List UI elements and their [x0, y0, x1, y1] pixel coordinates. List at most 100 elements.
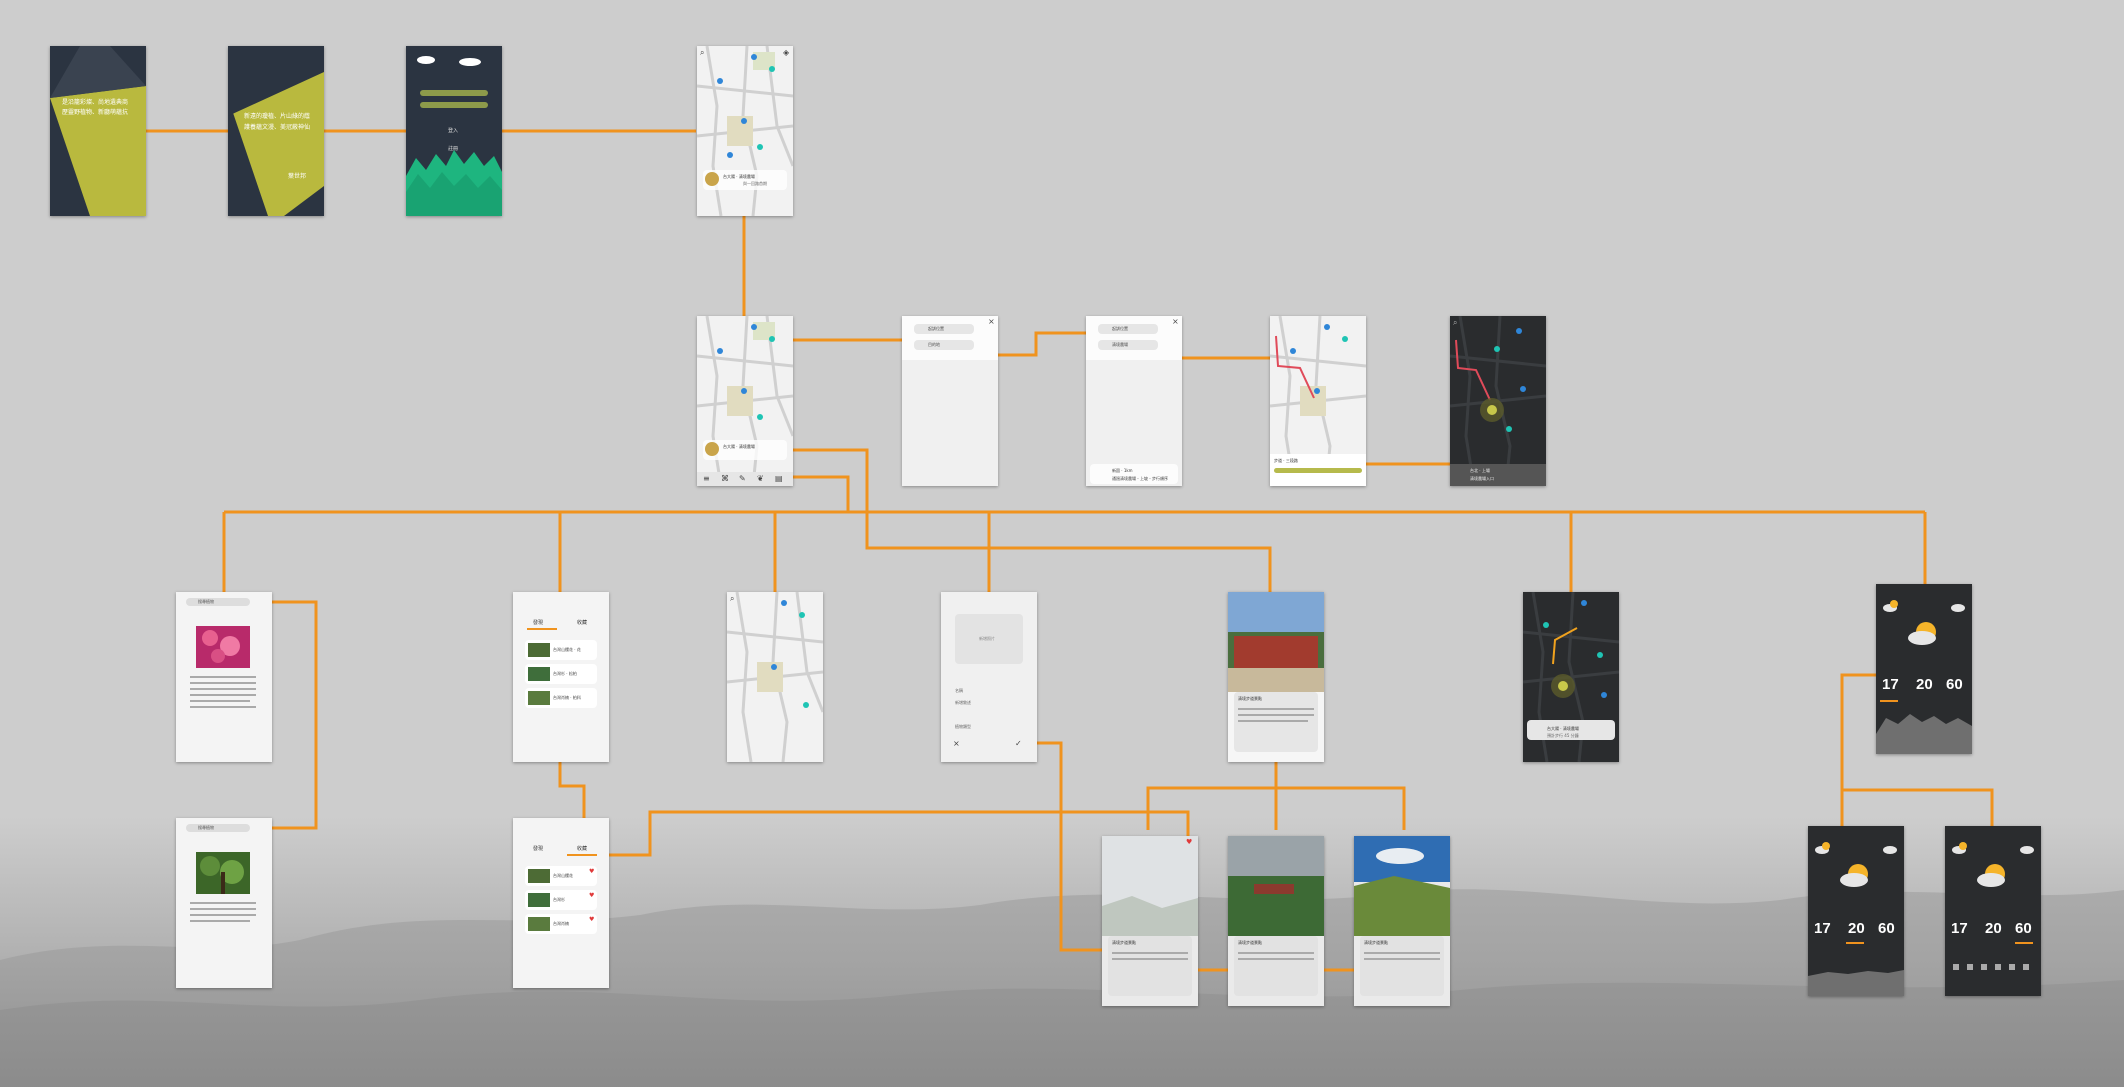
upload-name-field[interactable]: 名稱	[955, 688, 963, 693]
tab-favorites[interactable]: 收藏	[577, 846, 588, 852]
place-title: 清境步道景點	[1238, 940, 1262, 945]
upload-placeholder: 新增照片	[979, 636, 995, 641]
tab-favorites[interactable]: 收藏	[577, 620, 588, 626]
heart-icon[interactable]: ♥	[589, 892, 595, 899]
search-placeholder: 搜尋植物	[198, 599, 214, 604]
temp-low: 17	[1814, 920, 1831, 937]
night-line2: 清境農場入口	[1470, 476, 1494, 481]
leaf-icon[interactable]: ❦	[757, 474, 764, 483]
close-icon[interactable]: ×	[988, 317, 995, 326]
search-icon[interactable]: ⌕	[730, 594, 735, 603]
connector	[1840, 673, 1876, 826]
intro-screen-1: 是沿籠彩燦、尚地遺典商 歷靈野植物、新廳萌蘊抗	[50, 46, 146, 216]
list-item-label: 台灣杉	[553, 897, 565, 902]
plant-list-screen: 發現 收藏 台灣山櫻花 · 花 台灣杉 · 松柏 台灣肖楠 · 柏科	[513, 592, 609, 762]
weather-screen-2: 17 20 60	[1808, 826, 1904, 996]
route-info-card[interactable]: 新園 · 1km 通過清境農場 - 上坡 - 步行順序	[1090, 464, 1178, 484]
humidity: 60	[2015, 920, 2032, 937]
dest-field[interactable]: 清境農場	[1098, 340, 1158, 350]
location-card-sub: 與一回路首期	[743, 181, 767, 186]
plant-favorites-screen: 發現 收藏 台灣山櫻花 ♥ 台灣杉 ♥ 台灣肖楠 ♥	[513, 818, 609, 988]
route-confirm-screen: 起訓位置 清境農場 新園 · 1km 通過清境農場 - 上坡 - 步行順序 ×	[1086, 316, 1182, 486]
route-path-screen: 步道 · 三段路	[1270, 316, 1366, 486]
tab-discover[interactable]: 發現	[533, 846, 544, 852]
humidity: 60	[1878, 920, 1895, 937]
search-placeholder: 搜尋植物	[198, 825, 214, 830]
cherry-blossom-photo	[196, 626, 250, 668]
bottom-toolbar: ≡ ⌘ ✎ ❦ ▤	[697, 472, 793, 486]
temp-low: 17	[1951, 920, 1968, 937]
list-item[interactable]: 台灣杉 ♥	[525, 890, 597, 910]
list-item[interactable]: 台灣山櫻花 · 花	[525, 640, 597, 660]
start-label: 起訓位置	[928, 326, 944, 331]
confirm-icon[interactable]: ✓	[1015, 739, 1022, 748]
cancel-icon[interactable]: ×	[953, 739, 960, 748]
forest-photo	[196, 852, 250, 894]
place-title: 清境步道景點	[1364, 940, 1388, 945]
plant-detail-screen-2: 搜尋植物	[176, 818, 272, 988]
pen-icon[interactable]: ✎	[739, 474, 746, 483]
location-card[interactable]: 台大陽 · 清境農場	[703, 440, 787, 460]
connector	[272, 600, 318, 830]
tab-discover[interactable]: 發現	[533, 620, 544, 626]
intro-text-3: 新遠的瓊植、片山綠的蔭	[244, 113, 311, 120]
temp-now: 20	[1848, 920, 1865, 937]
list-item[interactable]: 台灣杉 · 松柏	[525, 664, 597, 684]
list-item-label: 台灣肖楠 · 柏科	[553, 695, 581, 700]
login-button[interactable]: 登入	[448, 128, 459, 134]
heart-icon[interactable]: ♥	[589, 916, 595, 923]
connector	[608, 810, 1190, 857]
location-card[interactable]: 台大陽 · 清境農場 預計步行 45 分鐘	[1527, 720, 1615, 740]
intro-text-1: 是沿籠彩燦、尚地遺典商	[62, 99, 129, 106]
heart-icon[interactable]: ♥	[1186, 838, 1193, 846]
photo-upload-box[interactable]: 新增照片	[955, 614, 1023, 664]
temp-low: 17	[1882, 676, 1899, 693]
upload-desc-field[interactable]: 新增敘述	[955, 700, 971, 705]
close-icon[interactable]: ×	[1172, 317, 1179, 326]
night-line1: 台北 · 上場	[1470, 468, 1490, 473]
heart-icon[interactable]: ♥	[589, 868, 595, 875]
upload-screen: 新增照片 名稱 新增敘述 植物類型 × ✓	[941, 592, 1037, 762]
location-card-title: 台大陽 · 清境農場	[723, 444, 755, 449]
end-field[interactable]: 目的地	[914, 340, 974, 350]
route-icon[interactable]: ⌘	[721, 474, 729, 483]
upload-type-field[interactable]: 植物類型	[955, 724, 971, 729]
search-icon[interactable]: ⌕	[1453, 318, 1458, 327]
list-item-label: 台灣山櫻花	[553, 873, 573, 878]
book-icon[interactable]: ▤	[775, 474, 783, 483]
connector	[1146, 786, 1406, 830]
location-card[interactable]: 台大陽 · 清境農場 與一回路首期	[703, 170, 787, 190]
map-menu-screen: 台大陽 · 清境農場 ≡ ⌘ ✎ ❦ ▤	[697, 316, 793, 486]
start-label: 起訓位置	[1112, 326, 1128, 331]
trail-panel: 步道 · 三段路	[1270, 454, 1366, 486]
humidity: 60	[1946, 676, 1963, 693]
search-icon[interactable]: ⌕	[700, 48, 705, 57]
scenic-screen-meadow: 清境步道景點	[1354, 836, 1450, 1006]
compass-icon[interactable]: ◈	[783, 48, 790, 57]
list-item-label: 台灣肖楠	[553, 921, 569, 926]
intro-author: 葉世邦	[288, 173, 307, 180]
start-field[interactable]: 起訓位置	[1098, 324, 1158, 334]
search-input[interactable]: 搜尋植物	[186, 598, 250, 606]
connector	[1842, 788, 1994, 826]
login-screen: 登入 註冊	[406, 46, 502, 216]
weather-screen-1: 17 20 60	[1876, 584, 1972, 754]
list-item[interactable]: 台灣肖楠 · 柏科	[525, 688, 597, 708]
search-input[interactable]: 搜尋植物	[186, 824, 250, 832]
location-card-sub: 預計步行 45 分鐘	[1547, 733, 1579, 738]
start-field[interactable]: 起訓位置	[914, 324, 974, 334]
register-button[interactable]: 註冊	[448, 146, 459, 152]
place-info-card[interactable]: 清境步道景點	[1360, 936, 1444, 996]
place-info-card[interactable]: 清境步道景點	[1108, 936, 1192, 996]
location-card-title: 台大陽 · 清境農場	[1547, 726, 1579, 731]
place-info-card[interactable]: 清境步道景點	[1234, 936, 1318, 996]
route-info-line1: 新園 · 1km	[1112, 468, 1133, 473]
connector	[558, 762, 586, 818]
connector	[1037, 741, 1102, 952]
list-icon[interactable]: ≡	[703, 474, 710, 483]
list-item[interactable]: 台灣肖楠 ♥	[525, 914, 597, 934]
place-title: 清境步道景點	[1112, 940, 1136, 945]
list-item[interactable]: 台灣山櫻花 ♥	[525, 866, 597, 886]
place-info-card[interactable]: 清境步道景點	[1234, 692, 1318, 752]
